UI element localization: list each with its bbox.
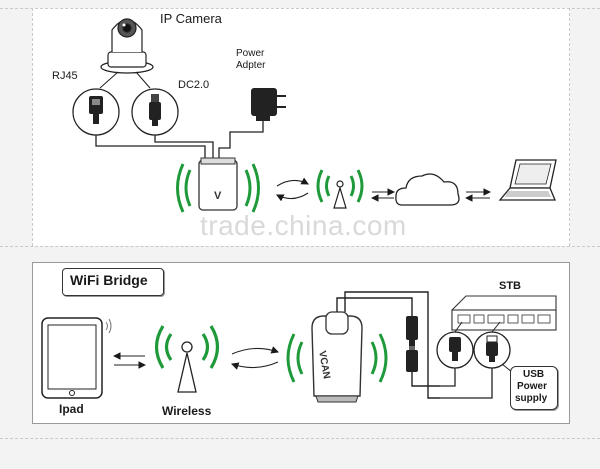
usb-label: USB xyxy=(523,369,545,380)
usb-power-supply-box xyxy=(510,366,558,410)
bottom-dashed-divider xyxy=(0,438,600,439)
power-adapter-icon xyxy=(251,88,286,121)
wifi-bridge-title-box xyxy=(62,268,164,296)
laptop-icon xyxy=(498,159,557,201)
set-top-box-icon xyxy=(451,295,557,331)
power-label: Power xyxy=(236,48,265,59)
stb-label: STB xyxy=(499,280,521,292)
ipad-icon xyxy=(41,317,112,399)
inline-plug-icon xyxy=(406,316,418,372)
wireless-antenna-icon xyxy=(154,325,220,393)
rj45-connector-icon xyxy=(72,88,120,136)
ip-camera-title: IP Camera xyxy=(160,11,222,26)
ip-camera-icon xyxy=(100,18,154,74)
wireless-antenna-icon xyxy=(316,169,364,209)
dc-connector-icon xyxy=(131,88,179,136)
internet-cloud-icon xyxy=(395,173,460,206)
watermark: trade.china.com xyxy=(200,210,407,241)
dc-label: DC2.0 xyxy=(178,79,210,91)
power-label: Power xyxy=(517,381,548,392)
device-wifi-signal-icon xyxy=(286,333,388,383)
ipad-label: Ipad xyxy=(59,402,84,416)
middle-dashed-divider xyxy=(0,246,600,247)
usb-connector-icon xyxy=(473,331,511,369)
wireless-label: Wireless xyxy=(162,404,212,418)
wifi-bridge-device-icon xyxy=(311,311,363,403)
wifi-bridge-device-icon xyxy=(198,157,238,211)
rj45-label: RJ45 xyxy=(52,70,78,82)
device-brand-mark: V xyxy=(214,190,222,202)
wifi-bridge-title: WiFi Bridge xyxy=(70,272,148,288)
adapter-label: Adpter xyxy=(236,60,266,71)
device-wifi-signal-icon xyxy=(176,163,260,213)
top-dashed-divider xyxy=(0,8,600,9)
supply-label: supply xyxy=(515,393,548,404)
ethernet-connector-icon xyxy=(436,331,474,369)
